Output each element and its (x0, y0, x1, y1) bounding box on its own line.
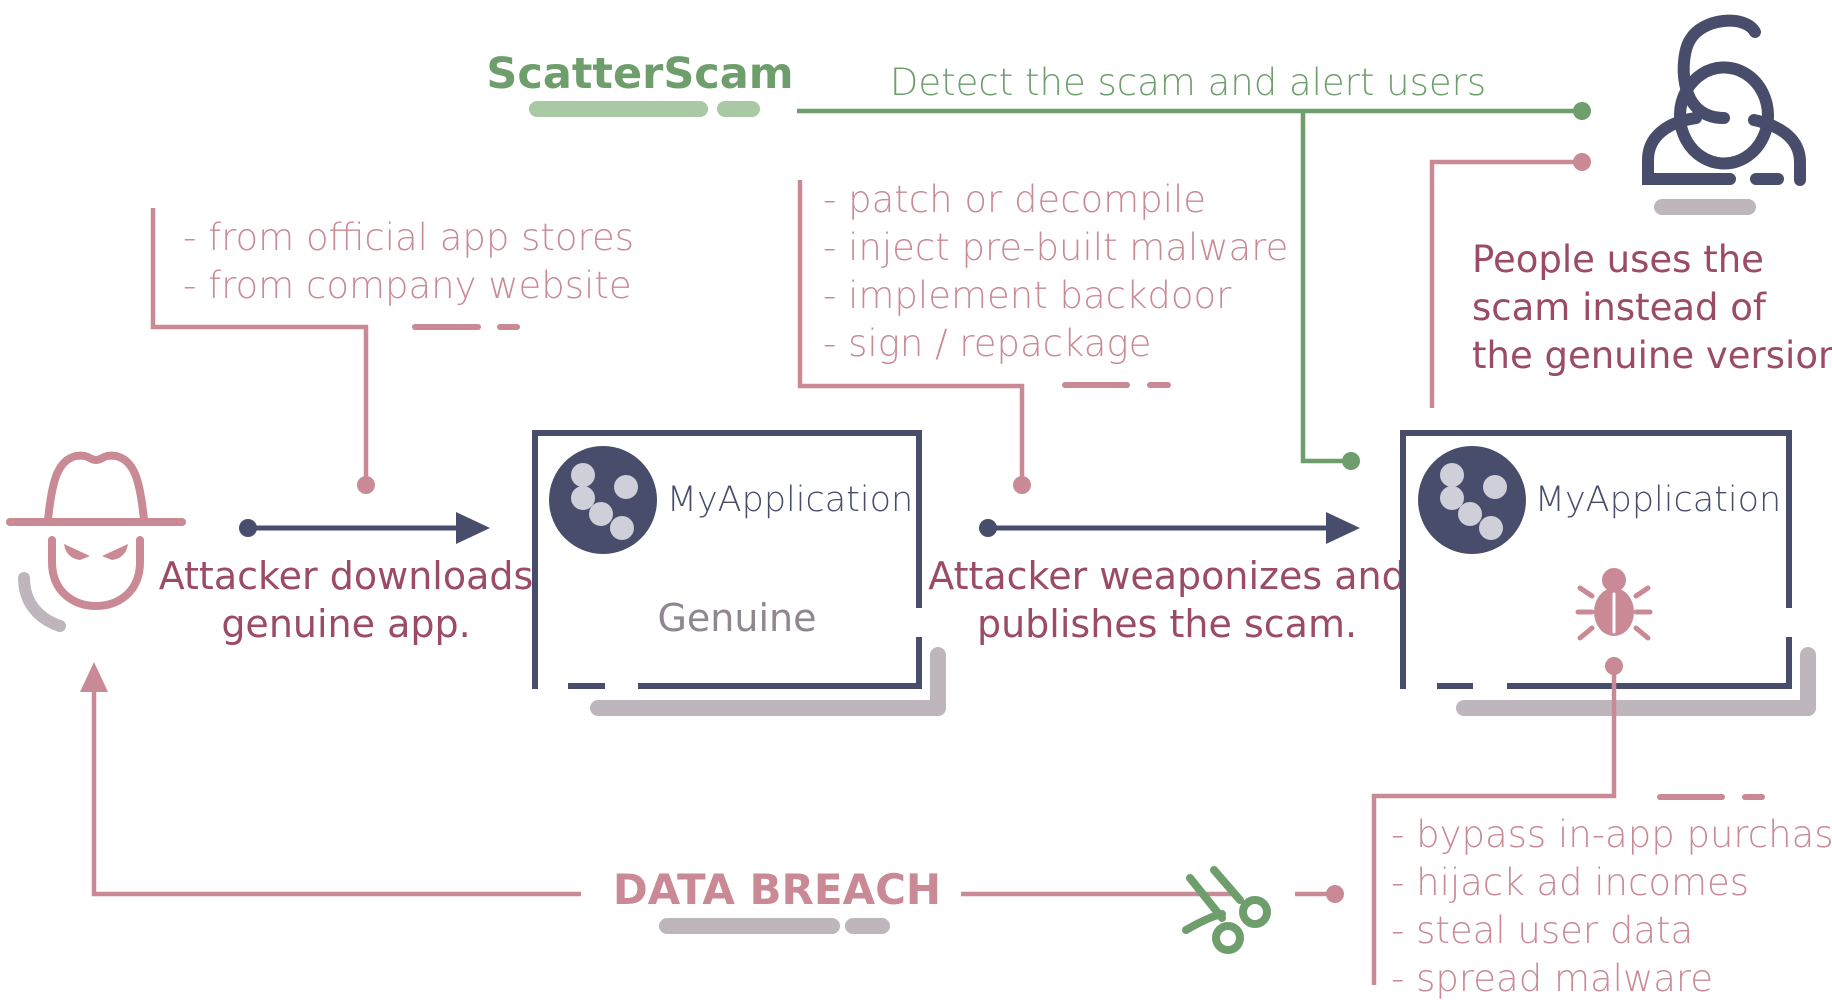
weaponize-step-line-2: publishes the scam. (977, 602, 1357, 646)
weaponize-step-3: - implement backdoor (823, 274, 1232, 317)
app-dots-icon (549, 446, 657, 554)
weaponize-step-2: - inject pre-built malware (823, 226, 1288, 269)
scam-goal-1: - bypass in-app purchase (1391, 813, 1832, 856)
attacker-step-label: Attacker downloads genuine app. (159, 554, 534, 646)
people-note-line-1: People uses the (1472, 238, 1764, 281)
scam-goal-3: - steal user data (1391, 909, 1693, 952)
user-connector (1429, 153, 1591, 408)
weaponize-step-line-1: Attacker weaponizes and (928, 554, 1406, 598)
app-dots-icon (1418, 446, 1526, 554)
breach-label: DATA BREACH (613, 865, 941, 914)
download-source-2: - from company website (183, 264, 632, 307)
spy-hat-icon (6, 451, 186, 632)
user-icon (1642, 14, 1806, 186)
weaponize-step-4: - sign / repackage (823, 322, 1151, 365)
scam-goal-2: - hijack ad incomes (1391, 861, 1749, 904)
scam-app-name: MyApplication (1535, 480, 1781, 520)
arrow-weaponize (979, 512, 1360, 544)
genuine-app-box: MyApplication Genuine (532, 430, 946, 716)
download-source-1: - from official app stores (183, 216, 634, 259)
bug-icon (1575, 568, 1653, 641)
download-sources: - from official app stores - from compan… (183, 216, 634, 307)
scatterscam-brand: ScatterScam (486, 49, 794, 117)
scissors-icon (1182, 866, 1271, 954)
arrow-download (239, 512, 490, 544)
attacker-eye-left (64, 544, 90, 560)
weaponize-step-1: - patch or decompile (823, 178, 1206, 221)
people-note-line-3: the genuine version. (1472, 334, 1832, 377)
scam-app-box: MyApplication (1400, 430, 1816, 716)
people-note: People uses the scam instead of the genu… (1472, 238, 1832, 377)
brand-title: ScatterScam (486, 49, 793, 99)
weaponize-step-label: Attacker weaponizes and publishes the sc… (928, 554, 1406, 646)
genuine-app-name: MyApplication (667, 480, 913, 520)
scam-goals-connector (1371, 657, 1765, 985)
genuine-app-tag: Genuine (657, 596, 816, 640)
scam-goals: - bypass in-app purchase - hijack ad inc… (1391, 813, 1832, 1000)
breach-connector (80, 662, 1344, 903)
detection-connector (797, 102, 1591, 470)
weaponize-steps: - patch or decompile - inject pre-built … (823, 178, 1288, 365)
scam-goal-4: - spread malware (1391, 957, 1713, 1000)
attacker-step-line-1: Attacker downloads (159, 554, 534, 598)
download-connector (150, 208, 520, 494)
detection-label: Detect the scam and alert users (890, 61, 1486, 104)
attacker-step-line-2: genuine app. (221, 602, 470, 646)
people-note-line-2: scam instead of (1472, 286, 1767, 329)
attacker-eye-right (102, 544, 128, 560)
weaponize-connector (797, 180, 1171, 494)
